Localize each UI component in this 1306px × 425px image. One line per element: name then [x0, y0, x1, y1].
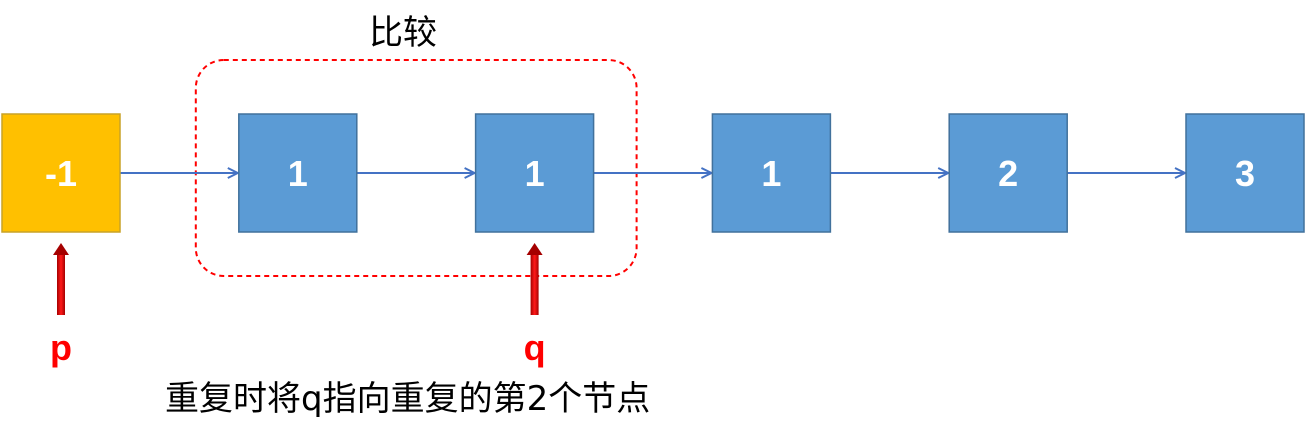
diagram-title: 比较 — [369, 13, 437, 53]
pointer-label: q — [524, 327, 546, 368]
node-value: 2 — [998, 153, 1018, 194]
list-node-box — [238, 113, 358, 233]
list-node-box — [474, 113, 595, 233]
up-arrow-icon — [526, 243, 543, 255]
node-value: 1 — [761, 153, 781, 194]
list-node-box — [711, 113, 832, 233]
list-node: 1 — [474, 113, 595, 233]
list-node: -1 — [1, 113, 121, 233]
node-value: 3 — [1235, 153, 1255, 194]
up-arrow-icon — [53, 243, 69, 255]
pointer-p: p — [50, 243, 72, 368]
pointer-arrow-shaft — [530, 253, 539, 315]
pointer-label: p — [50, 327, 72, 368]
list-node: 1 — [711, 113, 832, 233]
diagram-caption: 重复时将q指向重复的第2个节点 — [165, 379, 650, 419]
node-value: -1 — [45, 153, 77, 194]
comparison-highlight-box — [194, 59, 638, 277]
head-node-box — [1, 113, 121, 233]
pointer-arrow-shaft — [57, 253, 65, 315]
nodes-layer: -1 1 1 1 2 3 — [1, 113, 1305, 233]
node-value: 1 — [288, 153, 308, 194]
node-value: 1 — [525, 153, 545, 194]
list-node: 3 — [1185, 113, 1305, 233]
pointer-q: q — [524, 243, 546, 368]
list-node: 1 — [238, 113, 358, 233]
list-node-box — [1185, 113, 1305, 233]
list-node: 2 — [948, 113, 1068, 233]
list-node-box — [948, 113, 1068, 233]
